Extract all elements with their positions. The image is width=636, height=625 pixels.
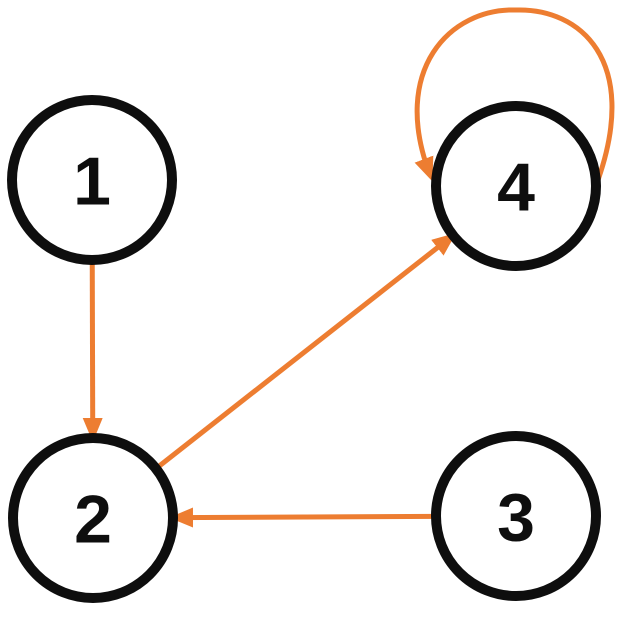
- node-1-circle: [7, 95, 177, 265]
- node-1: 1: [7, 95, 177, 265]
- edge-2-to-4: [154, 232, 457, 471]
- node-4-circle: [431, 101, 601, 271]
- edge-3-to-2: [168, 507, 437, 528]
- node-2-circle: [8, 433, 178, 603]
- edge-1-to-2: [82, 259, 103, 443]
- node-3-label: 3: [497, 479, 535, 555]
- node-3: 3: [431, 431, 601, 601]
- node-1-label: 1: [73, 143, 111, 219]
- edge-4-to-4-self-loop: [414, 7, 615, 182]
- node-3-circle: [431, 431, 601, 601]
- node-2-label: 2: [74, 481, 112, 557]
- node-2: 2: [8, 433, 178, 603]
- node-4-label: 4: [497, 149, 535, 225]
- node-4: 4: [431, 101, 601, 271]
